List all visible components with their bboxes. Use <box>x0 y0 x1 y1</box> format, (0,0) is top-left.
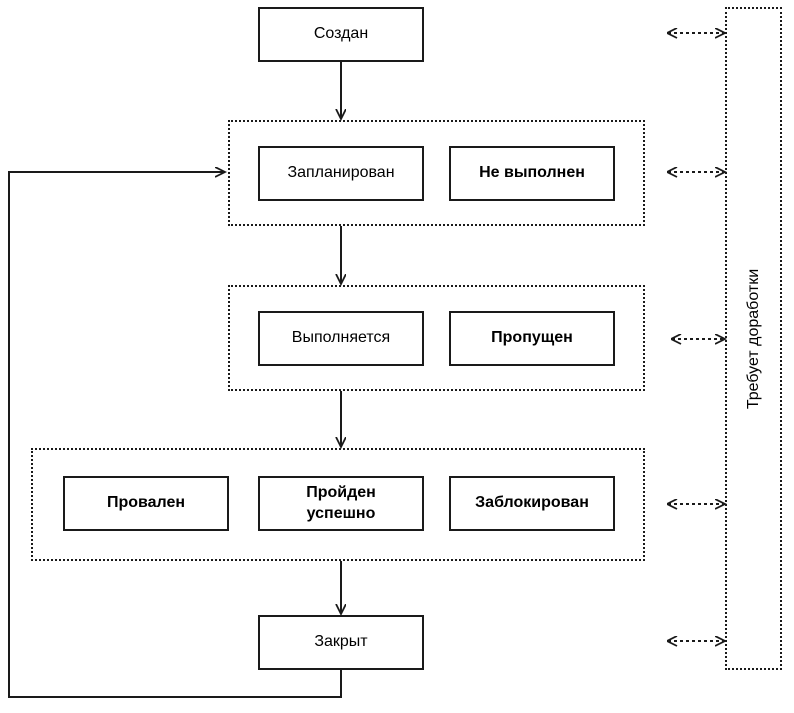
state-needs-rework-label: Требует доработки <box>744 268 762 409</box>
state-not-executed[interactable]: Не выполнен <box>449 146 615 201</box>
group-in-progress <box>228 285 645 391</box>
group-planned <box>228 120 645 226</box>
state-needs-rework[interactable]: Требует доработки <box>725 7 782 670</box>
state-planned[interactable]: Запланирован <box>258 146 424 201</box>
state-blocked[interactable]: Заблокирован <box>449 476 615 531</box>
state-closed[interactable]: Закрыт <box>258 615 424 670</box>
group-results <box>31 448 645 561</box>
state-in-progress[interactable]: Выполняется <box>258 311 424 366</box>
state-created[interactable]: Создан <box>258 7 424 62</box>
state-passed[interactable]: Пройден успешно <box>258 476 424 531</box>
state-failed[interactable]: Провален <box>63 476 229 531</box>
state-skipped[interactable]: Пропущен <box>449 311 615 366</box>
